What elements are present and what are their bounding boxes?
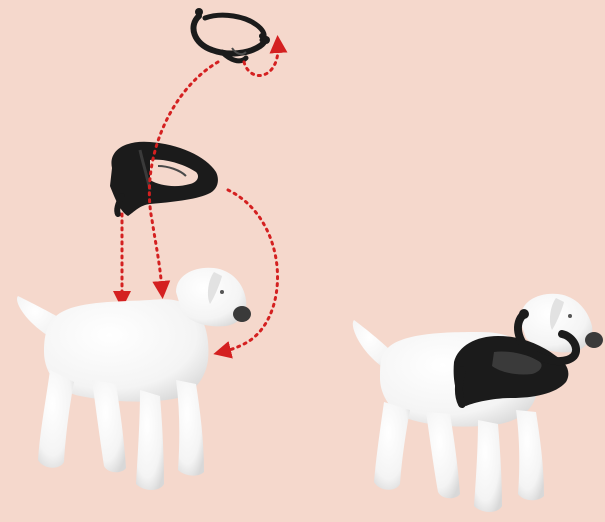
dog-nose: [233, 306, 251, 322]
dog-nose-2: [585, 332, 603, 348]
dog-leg-2b: [474, 420, 502, 512]
dog-leg-front-right: [136, 390, 164, 490]
